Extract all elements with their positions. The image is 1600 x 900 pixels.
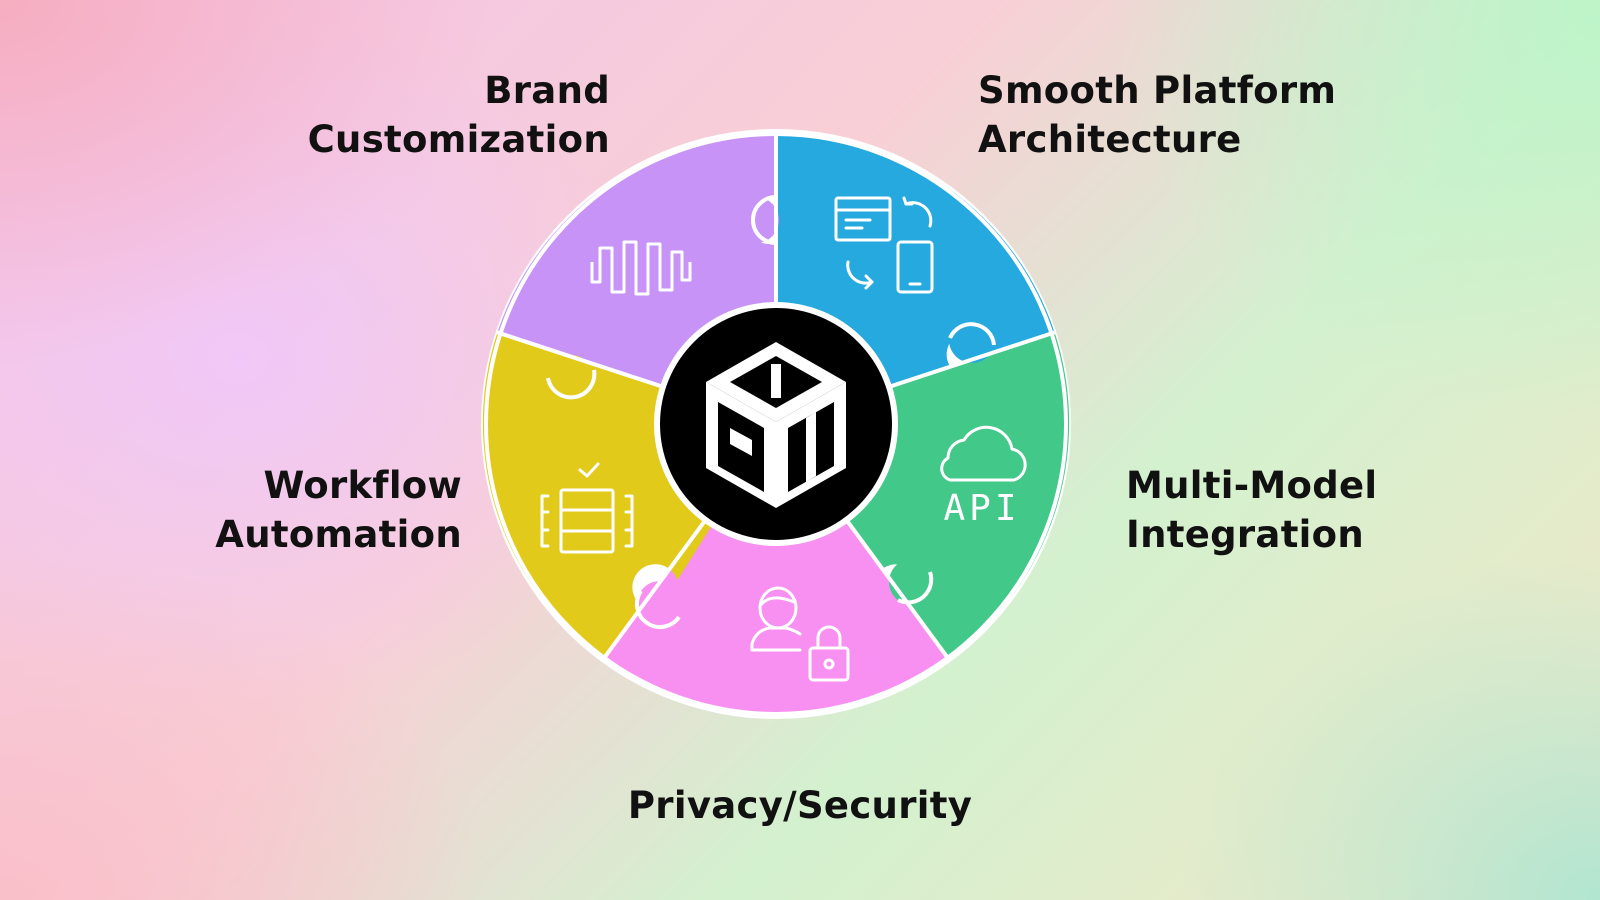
server-check-icon xyxy=(540,462,634,554)
screen-to-phone-icon xyxy=(834,196,934,294)
label-privacy-security: Privacy/Security xyxy=(400,781,1200,830)
label-line: Smooth Platform xyxy=(978,69,1337,112)
tab-privacy-into-workflow xyxy=(637,581,683,627)
label-line: Integration xyxy=(1126,513,1365,556)
label-multi-model: Multi-Model Integration xyxy=(1126,461,1377,559)
label-line: Multi-Model xyxy=(1126,464,1378,507)
label-line: Customization xyxy=(307,118,610,161)
label-line: Workflow xyxy=(263,464,462,507)
cloud-api-icon: API xyxy=(940,425,1027,529)
label-workflow-automation: Workflow Automation xyxy=(180,461,462,559)
user-lock-icon xyxy=(750,586,850,682)
label-brand-customization: Brand Customization xyxy=(290,66,610,164)
tab-outlines xyxy=(546,195,996,630)
label-smooth-platform: Smooth Platform Architecture xyxy=(978,66,1336,164)
tab-workflow-into-brand xyxy=(548,355,594,401)
label-line: Privacy/Security xyxy=(627,784,973,827)
label-line: Brand xyxy=(484,69,610,112)
api-label: API xyxy=(943,488,1020,529)
tab-brand-into-smooth xyxy=(733,197,779,243)
label-line: Automation xyxy=(215,513,462,556)
waveform-icon xyxy=(590,240,692,296)
ai-cube-logo-icon xyxy=(706,342,846,508)
label-line: Architecture xyxy=(978,118,1242,161)
tab-multi-into-privacy xyxy=(889,559,935,605)
segment-privacy-security xyxy=(603,424,949,716)
